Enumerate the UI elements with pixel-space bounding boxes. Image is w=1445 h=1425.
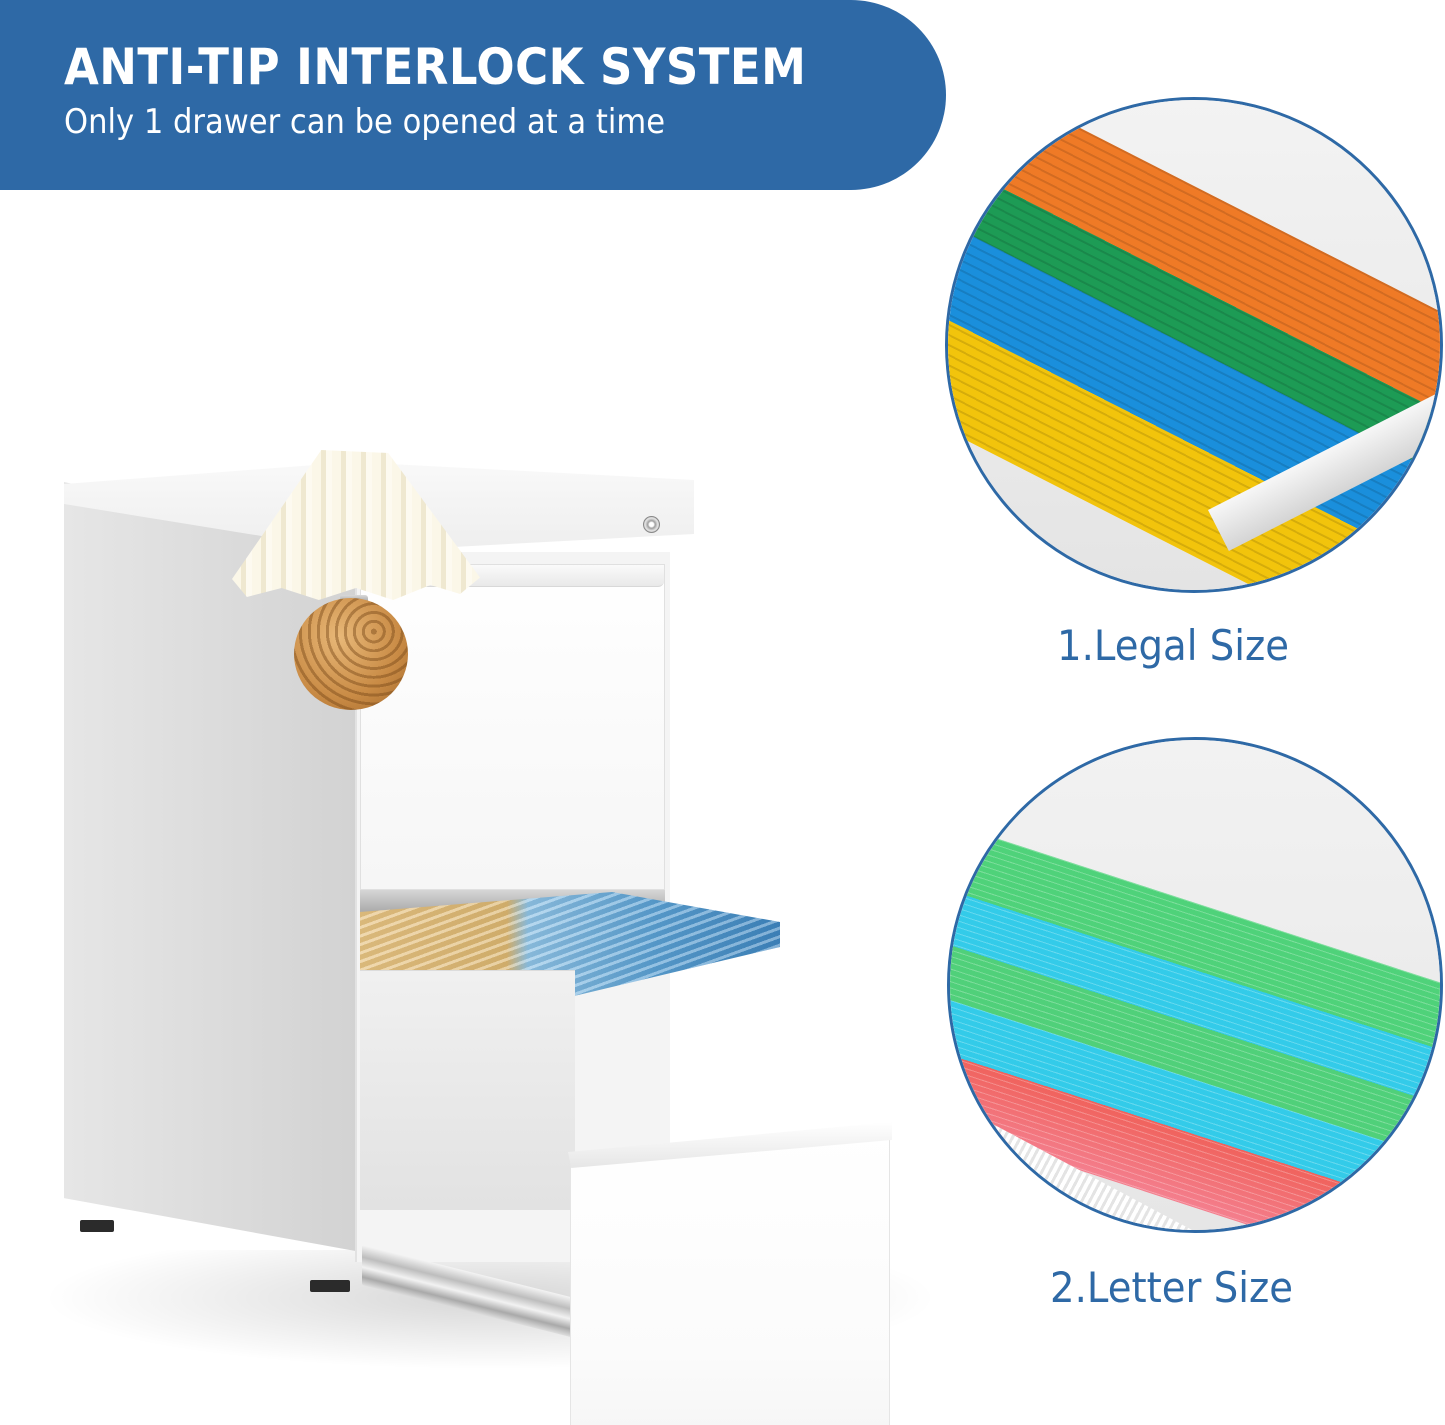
open-drawer-side — [360, 970, 575, 1210]
banner-subtitle: Only 1 drawer can be opened at a time — [64, 102, 666, 142]
cabinet-side-panel — [64, 482, 361, 1252]
legal-size-caption: 1.Legal Size — [1057, 621, 1290, 670]
lock-icon — [643, 516, 660, 533]
feature-banner: ANTI-TIP INTERLOCK SYSTEM Only 1 drawer … — [0, 0, 946, 190]
lamp-base — [294, 598, 408, 710]
top-drawer-closed — [360, 564, 665, 890]
legal-size-detail-image — [945, 97, 1443, 593]
banner-title: ANTI-TIP INTERLOCK SYSTEM — [64, 38, 807, 96]
letter-size-detail-image — [947, 737, 1443, 1233]
cabinet-foot — [80, 1220, 114, 1232]
letter-size-caption: 2.Letter Size — [1050, 1263, 1294, 1312]
bottom-drawer-open-front — [570, 1130, 890, 1425]
cabinet-foot — [310, 1280, 350, 1292]
product-image-scene — [0, 200, 940, 1425]
